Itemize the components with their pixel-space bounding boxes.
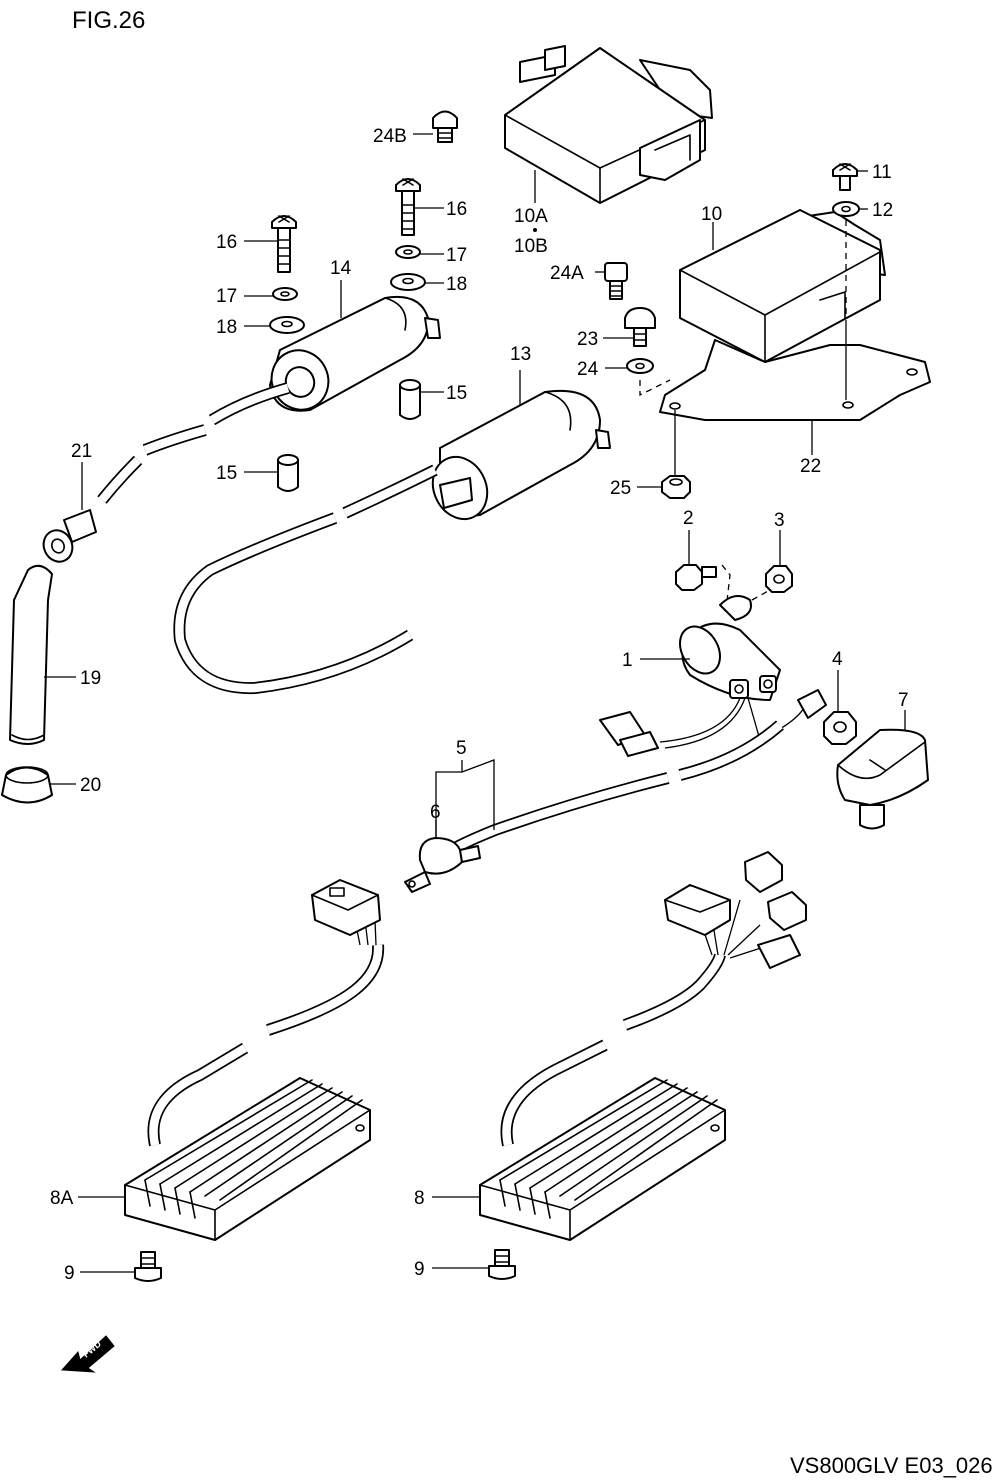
label-19: 19 xyxy=(80,668,101,689)
relay-terminal xyxy=(797,689,827,719)
label-9-right: 9 xyxy=(414,1259,425,1280)
label-18-left: 18 xyxy=(216,317,237,338)
part-15-collar xyxy=(399,379,421,420)
regulator-connector xyxy=(757,934,801,969)
label-20: 20 xyxy=(80,775,101,796)
part-3-nut xyxy=(765,565,793,593)
label-14: 14 xyxy=(330,258,352,279)
label-13: 13 xyxy=(510,344,531,365)
part-1-starter-relay xyxy=(679,595,781,701)
part-12-washer xyxy=(832,201,860,217)
part-10-ecu-box xyxy=(679,209,886,363)
part-13-ignition-coil xyxy=(431,389,611,521)
part-4-nut xyxy=(823,711,857,745)
part-17-washer xyxy=(395,245,421,259)
label-24a: 24A xyxy=(550,263,584,284)
label-18-middle: 18 xyxy=(446,274,467,295)
part-21-boot-ring xyxy=(42,509,97,563)
label-25: 25 xyxy=(610,478,631,499)
label-16-middle: 16 xyxy=(446,199,467,220)
part-labels: 24B 10A 10B 10 11 12 24A 23 24 25 22 16 … xyxy=(50,126,909,1284)
label-10a: 10A xyxy=(514,206,548,227)
assembly-line xyxy=(639,379,671,397)
part-24-washer xyxy=(626,358,654,374)
label-22: 22 xyxy=(800,456,821,477)
regulator-connector xyxy=(744,851,783,893)
part-25-nut xyxy=(661,475,691,499)
part-8a-regulator xyxy=(124,1077,371,1241)
label-16-left: 16 xyxy=(216,232,237,253)
part-11-screw xyxy=(832,163,858,191)
part-10a-ecu-box xyxy=(504,45,713,204)
regulator-connector xyxy=(311,879,381,936)
part-24a-grommet xyxy=(604,262,628,300)
label-5: 5 xyxy=(456,738,467,759)
relay-connector xyxy=(599,711,659,757)
fwd-arrow-icon: FWD xyxy=(60,1335,115,1373)
label-1: 1 xyxy=(622,650,633,671)
label-11: 11 xyxy=(872,162,892,183)
part-9-screw xyxy=(488,1249,516,1280)
part-18-grommet xyxy=(269,316,305,334)
regulator-harness xyxy=(622,953,726,1031)
label-17-middle: 17 xyxy=(446,245,467,266)
part-7-terminal-cover xyxy=(836,728,929,830)
figure-title: FIG.26 xyxy=(72,7,145,34)
part-8-regulator xyxy=(479,1077,726,1241)
part-16-bolt xyxy=(395,178,421,236)
label-23: 23 xyxy=(577,329,598,350)
label-10b: 10B xyxy=(514,236,548,257)
part-2-bolt xyxy=(675,564,717,591)
label-15-upper: 15 xyxy=(446,383,467,404)
label-17-left: 17 xyxy=(216,286,237,307)
regulator-connector xyxy=(664,884,731,936)
drawing-code: VS800GLV E03_026 xyxy=(790,1453,993,1478)
label-4: 4 xyxy=(832,649,843,670)
leader-lines xyxy=(44,133,906,1273)
part-24b-grommet xyxy=(432,110,458,143)
label-12: 12 xyxy=(872,200,893,221)
part-23-bolt xyxy=(624,307,656,347)
hv-lead-wire xyxy=(173,512,414,695)
label-3: 3 xyxy=(774,510,785,531)
relay-wire xyxy=(664,697,746,749)
assembly-line xyxy=(751,589,771,601)
part-15-collar xyxy=(277,454,299,492)
label-6: 6 xyxy=(430,802,441,823)
part-19-plug-cap xyxy=(9,564,53,745)
part-18-grommet xyxy=(390,273,426,291)
part-22-bracket xyxy=(659,339,931,421)
part-16-bolt xyxy=(271,215,297,273)
part-6-terminal-cap xyxy=(404,837,481,893)
part-17-washer xyxy=(272,287,298,301)
label-9-left: 9 xyxy=(64,1263,75,1284)
part-9-screw xyxy=(134,1251,162,1282)
label-24: 24 xyxy=(577,359,599,380)
label-24b: 24B xyxy=(373,126,407,147)
label-15-lower: 15 xyxy=(216,463,237,484)
part-14-ignition-coil xyxy=(269,296,441,412)
label-8a: 8A xyxy=(50,1188,74,1209)
label-8: 8 xyxy=(414,1188,425,1209)
label-2: 2 xyxy=(683,508,694,529)
relay-wire xyxy=(659,697,741,743)
label-7: 7 xyxy=(898,690,909,711)
regulator-connector xyxy=(767,891,807,931)
label-21: 21 xyxy=(71,441,92,462)
label-10: 10 xyxy=(701,204,722,225)
part-20-rubber-cap xyxy=(1,766,53,804)
